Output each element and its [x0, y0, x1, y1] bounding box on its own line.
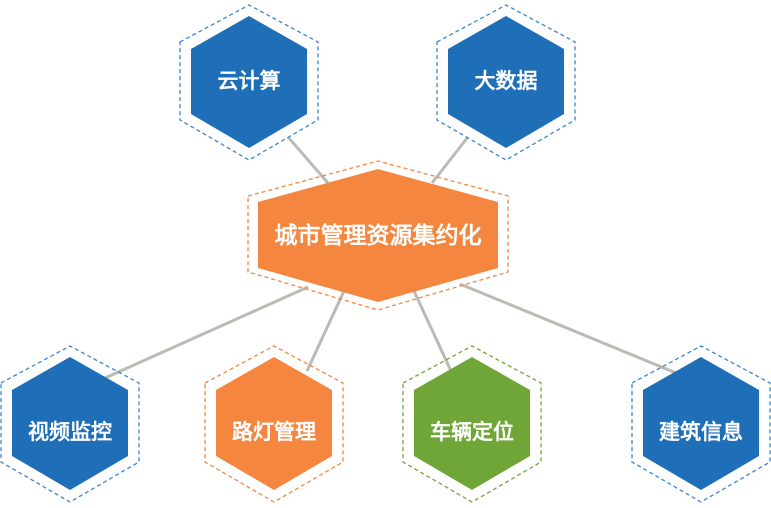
node-outline	[631, 345, 771, 503]
node-label: 车辆定位	[430, 420, 514, 444]
connector-big-data	[430, 136, 470, 184]
connectors	[104, 136, 677, 380]
node-big-data: 大数据	[436, 4, 576, 161]
node-hexagon	[191, 16, 307, 148]
node-video-surveillance: 视频监控	[0, 345, 140, 503]
node-hexagon	[216, 357, 332, 490]
node-vehicle-positioning: 车辆定位	[402, 345, 542, 503]
node-outline	[436, 4, 576, 161]
node-cloud-computing: 云计算	[179, 4, 319, 161]
node-street-light-management: 路灯管理	[204, 345, 344, 503]
connector-video-surveillance	[104, 285, 309, 380]
connector-cloud-computing	[286, 136, 330, 184]
node-hexagon	[414, 357, 530, 490]
node-outline	[204, 345, 344, 503]
node-label: 视频监控	[28, 420, 112, 444]
node-outline	[179, 4, 319, 161]
center-node-hexagon	[258, 169, 498, 302]
connector-building-information	[459, 282, 677, 375]
center-node: 城市管理资源集约化	[247, 160, 509, 311]
node-outline	[0, 345, 140, 503]
connector-street-light-management	[305, 290, 346, 372]
node-label: 云计算	[218, 69, 281, 93]
node-hexagon	[643, 357, 759, 490]
node-hexagon	[448, 16, 564, 148]
node-building-information: 建筑信息	[631, 345, 771, 503]
node-label: 大数据	[475, 69, 538, 93]
connector-vehicle-positioning	[412, 290, 453, 372]
node-label: 建筑信息	[659, 420, 743, 444]
node-outline	[402, 345, 542, 503]
node-hexagon	[12, 357, 128, 490]
node-label: 路灯管理	[232, 420, 316, 444]
center-node-label: 城市管理资源集约化	[275, 222, 482, 249]
center-node-outline	[247, 160, 509, 311]
